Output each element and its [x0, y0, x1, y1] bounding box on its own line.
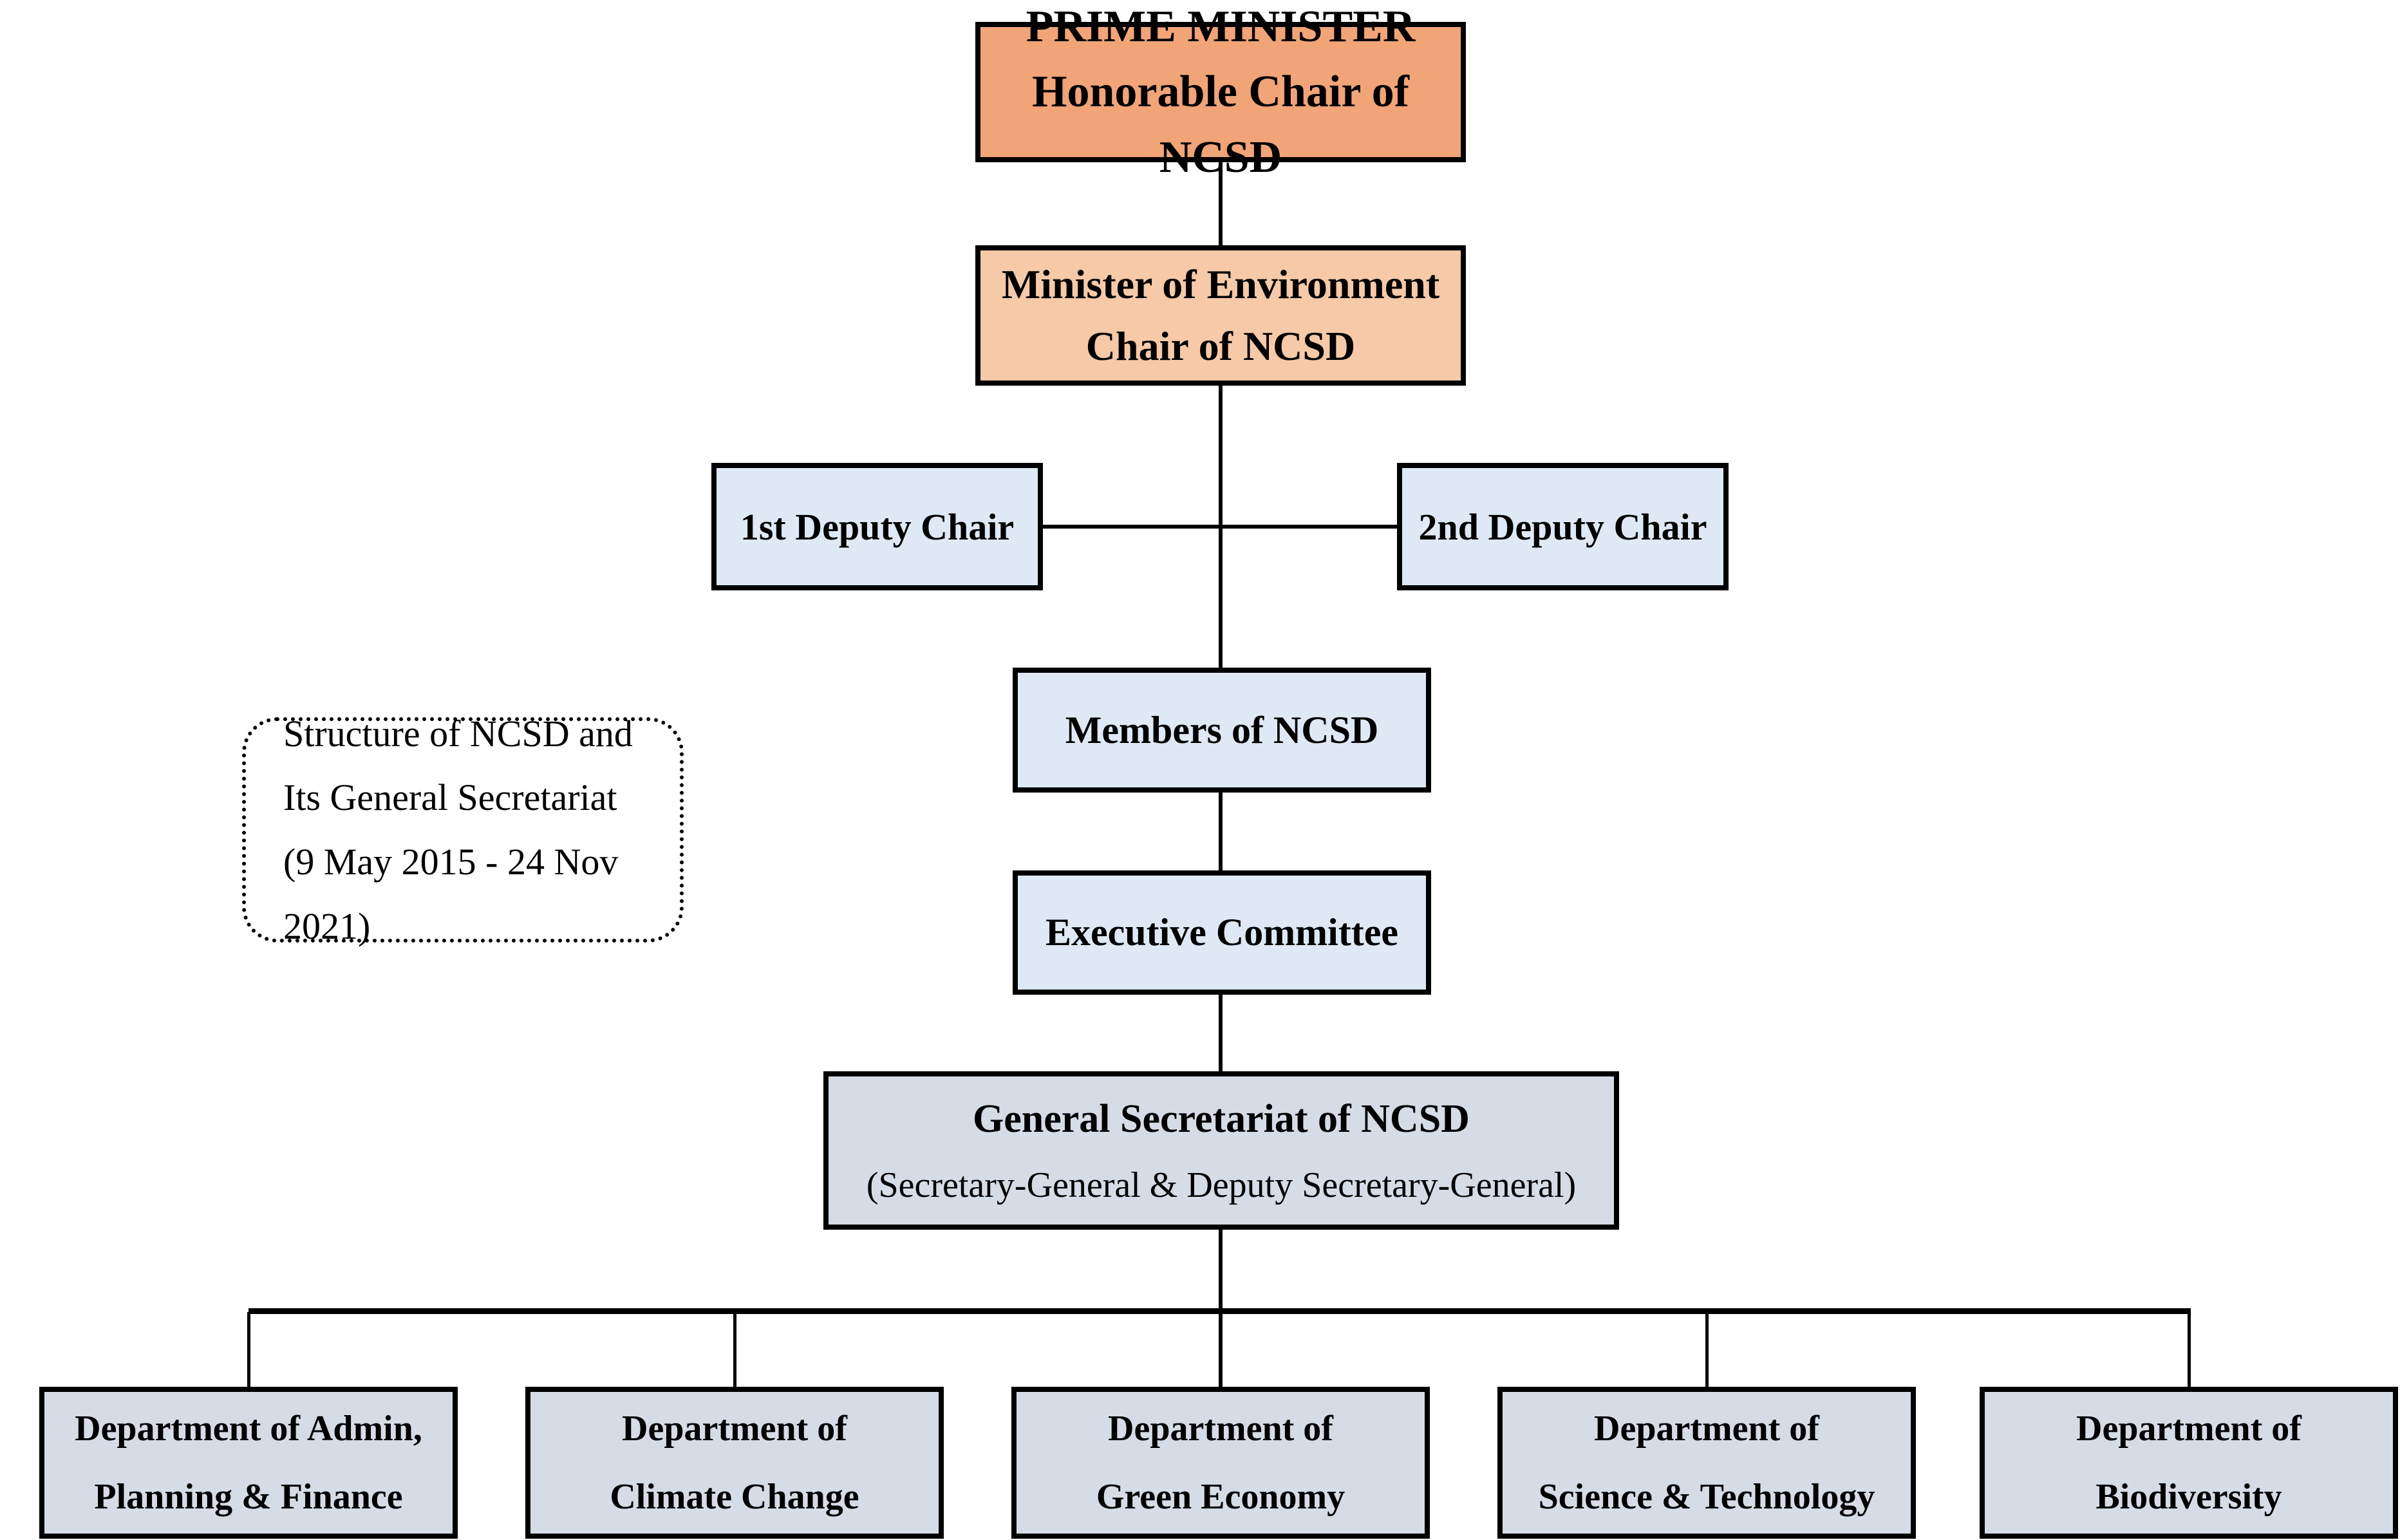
connector-pm-to-minister	[1219, 161, 1223, 247]
general-secretariat-title: General Secretariat of NCSD	[973, 1096, 1470, 1141]
dept-line: Biodiversity	[2095, 1477, 2282, 1517]
chart-caption-box: Structure of NCSD and Its General Secret…	[242, 713, 684, 947]
caption-line-2: Its General Secretariat	[283, 776, 617, 819]
first-deputy-label: 1st Deputy Chair	[740, 505, 1015, 548]
dept-line: Department of	[622, 1408, 847, 1449]
dept-line: Department of	[1594, 1408, 1819, 1449]
dept-line: Green Economy	[1096, 1477, 1345, 1517]
dept-line: Department of Admin,	[75, 1408, 422, 1449]
minister-title: Minister of Environment	[1001, 261, 1440, 307]
connector-drop-dept-2	[733, 1312, 736, 1388]
node-members-of-ncsd: Members of NCSD	[1013, 668, 1431, 793]
node-general-secretariat: General Secretariat of NCSD (Secretary-G…	[823, 1071, 1619, 1230]
connector-departments-rail	[248, 1308, 2191, 1314]
connector-executive-to-secretariat	[1219, 993, 1223, 1073]
node-department-climate-change: Department of Climate Change	[525, 1387, 944, 1539]
dept-line: Department of	[2076, 1408, 2302, 1449]
node-minister-of-environment: Minister of Environment Chair of NCSD	[975, 245, 1466, 386]
general-secretariat-subtitle: (Secretary-General & Deputy Secretary-Ge…	[866, 1165, 1577, 1206]
node-department-admin-planning-finance: Department of Admin, Planning & Finance	[39, 1387, 458, 1539]
node-department-biodiversity: Department of Biodiversity	[1980, 1387, 2398, 1539]
second-deputy-label: 2nd Deputy Chair	[1418, 505, 1707, 548]
connector-drop-dept-1	[247, 1312, 250, 1388]
node-executive-committee: Executive Committee	[1013, 870, 1431, 995]
dept-line: Department of	[1108, 1408, 1333, 1449]
prime-minister-title: PRIME MINISTER	[1026, 1, 1416, 52]
caption-line-3: (9 May 2015 - 24 Nov 2021)	[283, 841, 619, 947]
prime-minister-subtitle: Honorable Chair of NCSD	[1032, 67, 1409, 182]
node-second-deputy-chair: 2nd Deputy Chair	[1397, 463, 1729, 590]
caption-line-1: Structure of NCSD and	[283, 712, 633, 755]
node-department-green-economy: Department of Green Economy	[1011, 1387, 1430, 1539]
connector-members-to-executive	[1219, 791, 1223, 872]
dept-line: Climate Change	[610, 1477, 859, 1517]
dept-line: Planning & Finance	[94, 1477, 403, 1517]
connector-deputy-chairs	[1042, 525, 1398, 529]
node-first-deputy-chair: 1st Deputy Chair	[711, 463, 1043, 590]
connector-drop-dept-4	[1705, 1312, 1709, 1388]
dept-line: Science & Technology	[1538, 1477, 1875, 1517]
node-prime-minister: PRIME MINISTER Honorable Chair of NCSD	[975, 2, 1466, 182]
connector-drop-dept-5	[2188, 1312, 2191, 1388]
members-label: Members of NCSD	[1065, 708, 1379, 751]
node-department-science-technology: Department of Science & Technology	[1497, 1387, 1916, 1539]
executive-committee-label: Executive Committee	[1045, 911, 1399, 953]
minister-subtitle: Chair of NCSD	[1085, 323, 1356, 369]
